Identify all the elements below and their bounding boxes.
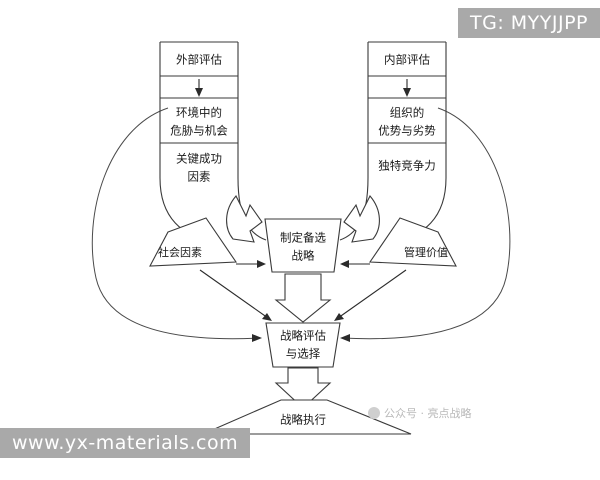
left-converging-arrow — [226, 195, 263, 243]
strategy-implementation-shape — [202, 399, 412, 435]
evaluate-select-line1: 战略评估 — [280, 329, 326, 343]
env-threats-line2: 危胁与机会 — [170, 124, 228, 138]
site-watermark-text: www.yx-materials.com — [12, 432, 239, 454]
formulate-alternatives-box — [264, 218, 342, 273]
external-assessment-label: 外部评估 — [176, 53, 222, 67]
right-converging-arrow — [343, 195, 380, 243]
evaluate-select-line2: 与选择 — [286, 347, 321, 361]
tg-watermark-badge: TG: MYYJJPP — [458, 8, 600, 38]
formulate-alternatives-line1: 制定备选 — [280, 231, 326, 245]
management-values-label: 管理价值 — [404, 245, 448, 259]
internal-assessment-label: 内部评估 — [384, 53, 430, 67]
right-feedback-arc — [340, 107, 511, 342]
distinctive-competence-label: 独特竞争力 — [378, 159, 436, 173]
left-feedback-arc — [91, 107, 262, 342]
eval-to-implementation-arrow — [274, 367, 332, 409]
corner-logo-text: 公众号 · 亮点战略 — [384, 407, 472, 420]
org-strength-line2: 优势与劣势 — [378, 124, 436, 138]
circle-logo-icon — [368, 407, 380, 419]
center-down-arrow — [274, 273, 332, 323]
formulate-alternatives-line2: 战略 — [292, 249, 315, 263]
social-to-eval-arrow — [199, 269, 272, 321]
social-factors-label: 社会因素 — [158, 245, 202, 259]
site-watermark-badge: www.yx-materials.com — [0, 428, 251, 458]
org-strength-line1: 组织的 — [390, 106, 425, 120]
env-threats-line1: 环境中的 — [176, 106, 222, 120]
management-values-shape — [340, 217, 457, 268]
corner-logo-watermark: 公众号 · 亮点战略 — [368, 405, 472, 421]
key-success-line2: 因素 — [188, 170, 211, 184]
tg-watermark-text: TG: MYYJJPP — [470, 12, 588, 34]
social-factors-shape — [149, 217, 266, 268]
evaluate-select-box — [265, 322, 341, 368]
key-success-line1: 关键成功 — [176, 152, 222, 166]
strategy-implementation-label: 战略执行 — [280, 413, 326, 427]
values-to-eval-arrow — [334, 269, 407, 321]
